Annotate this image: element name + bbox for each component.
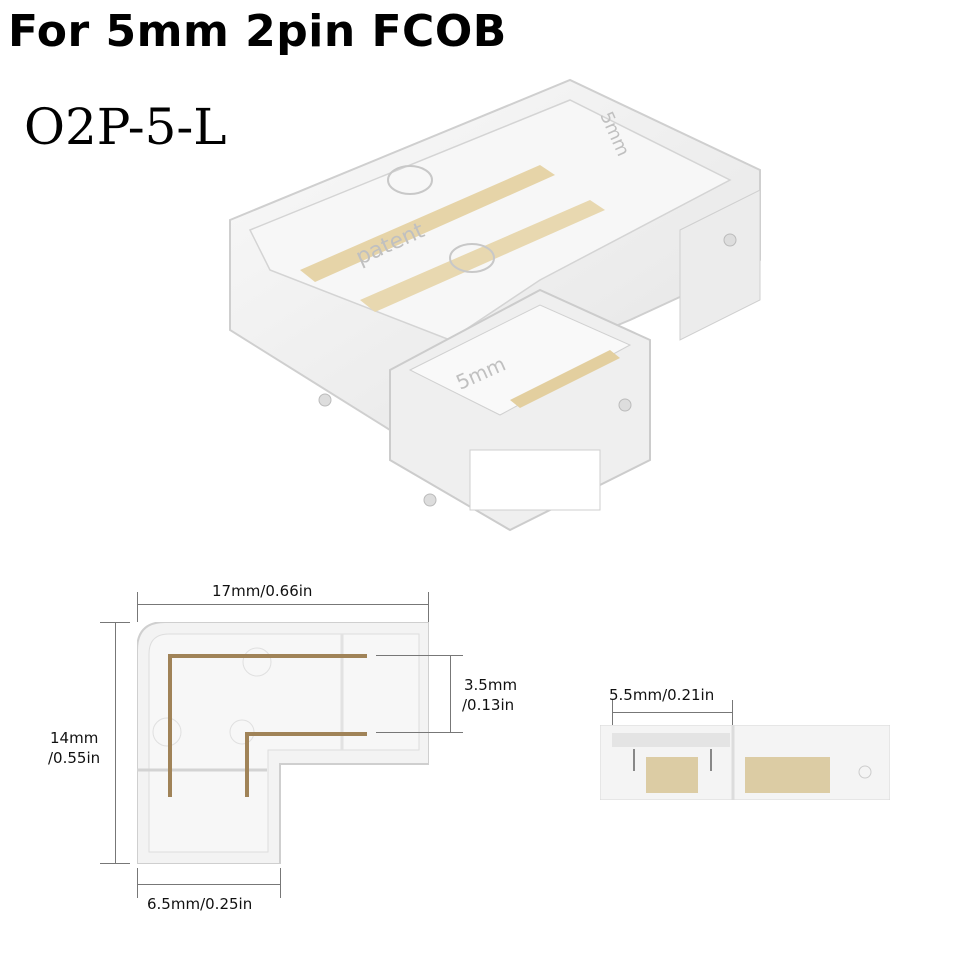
dim-ext-line: [376, 732, 463, 733]
arm-width-label: 6.5mm/0.25in: [147, 895, 253, 913]
height-dimension-label-2: /0.55in: [48, 749, 101, 767]
dim-tick: [100, 622, 130, 623]
height-dimension-line: [115, 622, 116, 864]
dim-tick: [100, 863, 130, 864]
height-dimension-label-1: 14mm: [50, 729, 99, 747]
pin-pitch-label-2: /0.13in: [462, 696, 515, 714]
dim-tick: [428, 592, 429, 622]
pin-pitch-label-1: 3.5mm: [464, 676, 518, 694]
dim-tick: [612, 700, 613, 740]
page-title: For 5mm 2pin FCOB: [8, 6, 507, 57]
dim-ext-line: [376, 655, 463, 656]
width-dimension-line: [137, 604, 429, 605]
model-number: O2P-5-L: [24, 98, 227, 156]
arm-width-dimension-line: [137, 884, 281, 885]
dim-tick: [280, 868, 281, 898]
dim-tick: [137, 868, 138, 898]
depth-dimension-label: 5.5mm/0.21in: [609, 686, 715, 704]
dim-tick: [732, 700, 733, 740]
connector-3d-render: patent 5mm 5mm: [229, 78, 761, 532]
depth-dimension-line: [612, 712, 733, 713]
connector-top-view: [137, 622, 429, 864]
dim-tick: [137, 592, 138, 622]
connector-side-view: [600, 725, 890, 800]
pin-pitch-dimension-line: [450, 655, 451, 733]
width-dimension-label: 17mm/0.66in: [212, 582, 313, 600]
